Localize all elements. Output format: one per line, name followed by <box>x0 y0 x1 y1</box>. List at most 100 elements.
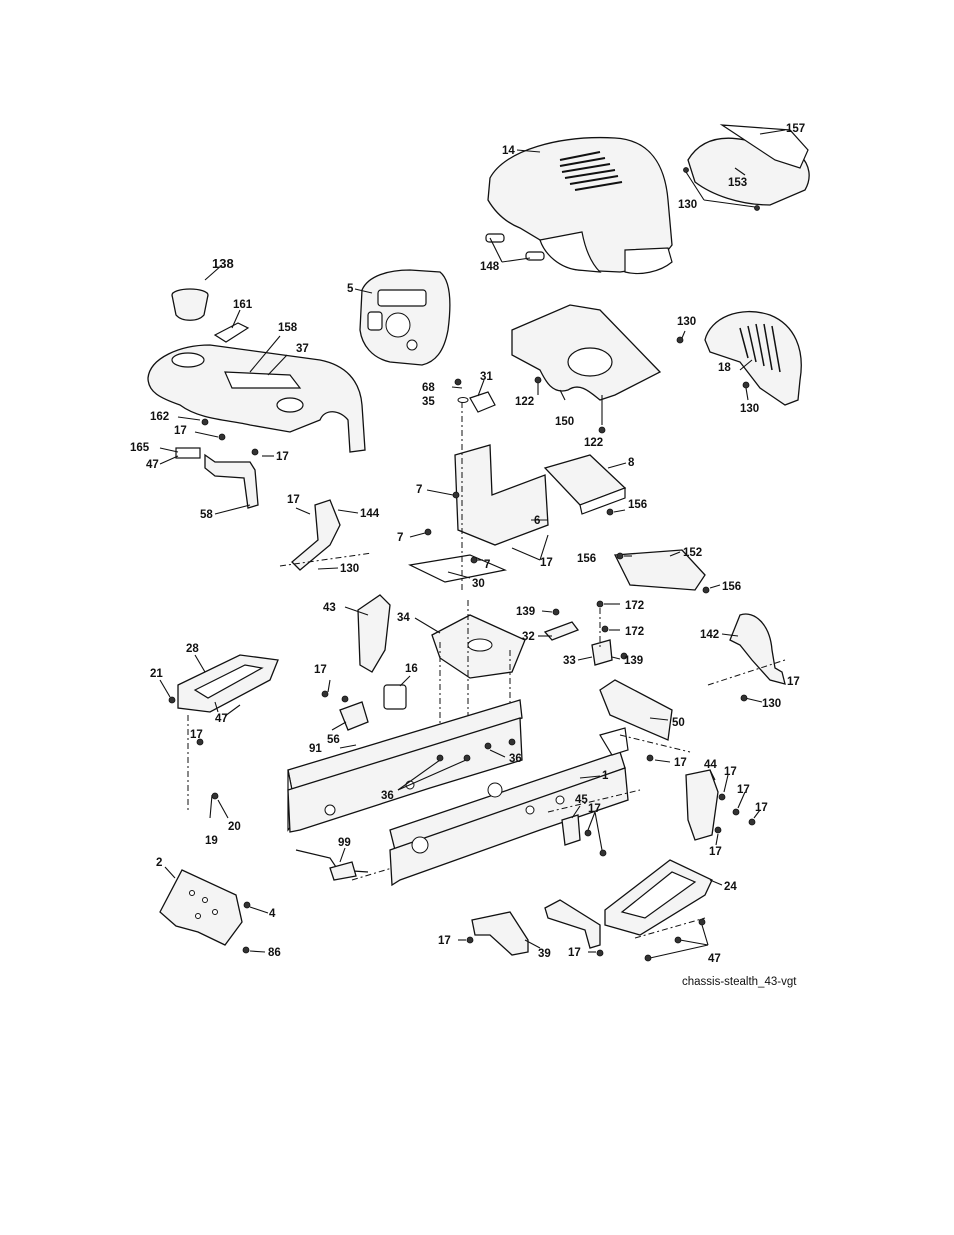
front-plate-part <box>160 870 242 945</box>
dash-mount-part <box>410 392 548 582</box>
retainer-part <box>340 685 406 730</box>
label-17e: 17 <box>314 664 327 676</box>
label-1: 1 <box>602 770 609 782</box>
diagram-caption: chassis-stealth_43-vgt <box>682 976 797 988</box>
rear-support-part <box>686 770 718 840</box>
label-172b: 172 <box>625 626 644 638</box>
label-37: 37 <box>296 343 309 355</box>
left-footrest-part <box>178 655 278 712</box>
label-6: 6 <box>534 515 540 527</box>
label-165: 165 <box>130 442 150 454</box>
label-44: 44 <box>704 759 717 771</box>
label-91: 91 <box>309 743 322 755</box>
label-47a: 47 <box>146 459 159 471</box>
label-2: 2 <box>156 857 162 869</box>
label-17l: 17 <box>588 803 601 815</box>
label-130d: 130 <box>340 563 359 575</box>
label-130b: 130 <box>677 316 696 328</box>
label-17f: 17 <box>787 676 800 688</box>
label-17i: 17 <box>724 766 737 778</box>
label-17m: 17 <box>709 846 722 858</box>
label-24: 24 <box>724 881 737 893</box>
label-162: 162 <box>150 411 169 423</box>
label-156a: 156 <box>628 499 647 511</box>
label-138: 138 <box>212 256 234 271</box>
label-7b: 7 <box>397 532 403 544</box>
label-142: 142 <box>700 629 719 641</box>
lever-bracket-part <box>292 500 340 570</box>
label-139b: 139 <box>624 655 643 667</box>
label-17k: 17 <box>755 802 768 814</box>
label-50: 50 <box>672 717 685 729</box>
label-16: 16 <box>405 663 418 675</box>
label-4: 4 <box>269 908 276 920</box>
label-99: 99 <box>338 837 351 849</box>
label-21: 21 <box>150 668 163 680</box>
label-17d: 17 <box>540 557 553 569</box>
chassis-plate-part <box>432 615 525 678</box>
label-18: 18 <box>718 362 731 374</box>
bottom-support-part <box>472 900 600 955</box>
seat-bracket-part <box>176 448 258 508</box>
label-158: 158 <box>278 322 298 334</box>
label-7c: 7 <box>484 559 490 571</box>
label-19: 19 <box>205 835 218 847</box>
label-28: 28 <box>186 643 199 655</box>
label-5: 5 <box>347 283 354 295</box>
label-56: 56 <box>327 734 340 746</box>
label-148: 148 <box>480 261 500 273</box>
label-130: 130 <box>678 199 697 211</box>
label-32: 32 <box>522 631 535 643</box>
hood-part <box>486 138 672 274</box>
seat-support-part <box>358 595 390 672</box>
label-150: 150 <box>555 416 574 428</box>
label-156b: 156 <box>577 553 596 565</box>
label-144: 144 <box>360 508 380 520</box>
label-17a: 17 <box>174 425 187 437</box>
label-130c: 130 <box>740 403 759 415</box>
label-33: 33 <box>563 655 576 667</box>
rear-bracket-part <box>730 614 785 684</box>
label-43: 43 <box>323 602 336 614</box>
mount-plate-part <box>545 455 625 514</box>
label-17o: 17 <box>568 947 581 959</box>
label-152: 152 <box>683 547 702 559</box>
headlight-bezel-part <box>688 125 809 205</box>
label-36b: 36 <box>381 790 394 802</box>
label-122: 122 <box>515 396 534 408</box>
label-161: 161 <box>233 299 253 311</box>
label-17c: 17 <box>287 494 300 506</box>
label-68: 68 <box>422 382 435 394</box>
hitch-plate-part <box>600 680 672 740</box>
label-130e: 130 <box>762 698 781 710</box>
right-footrest-part <box>605 860 712 935</box>
label-139a: 139 <box>516 606 535 618</box>
label-34: 34 <box>397 612 410 624</box>
label-14: 14 <box>502 145 515 157</box>
label-17n: 17 <box>438 935 451 947</box>
label-20: 20 <box>228 821 241 833</box>
label-35: 35 <box>422 396 435 408</box>
battery-box-part <box>512 305 660 400</box>
label-17j: 17 <box>737 784 750 796</box>
label-58: 58 <box>200 509 213 521</box>
label-31: 31 <box>480 371 493 383</box>
label-122b: 122 <box>584 437 603 449</box>
label-17g: 17 <box>190 729 203 741</box>
label-7a: 7 <box>416 484 422 496</box>
label-8: 8 <box>628 457 635 469</box>
grille-part <box>705 312 801 405</box>
label-47c: 47 <box>708 953 721 965</box>
label-45: 45 <box>575 794 588 806</box>
label-17b: 17 <box>276 451 289 463</box>
axle-bracket-part <box>562 815 580 845</box>
label-156c: 156 <box>722 581 741 593</box>
label-157: 157 <box>786 123 805 135</box>
dash-panel-part <box>360 270 450 365</box>
label-153: 153 <box>728 177 747 189</box>
label-36a: 36 <box>509 753 522 765</box>
label-39: 39 <box>538 948 551 960</box>
label-47b: 47 <box>215 713 228 725</box>
label-172a: 172 <box>625 600 644 612</box>
